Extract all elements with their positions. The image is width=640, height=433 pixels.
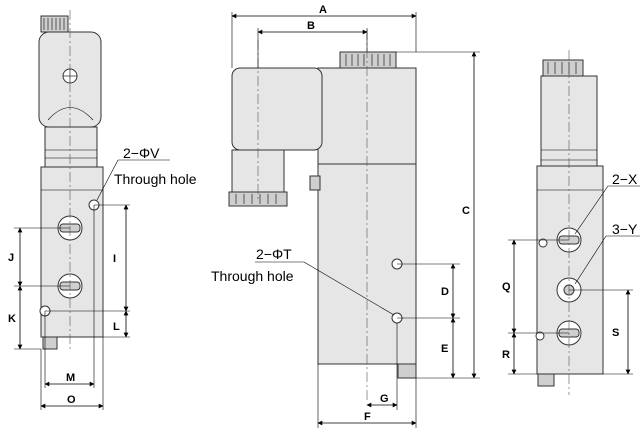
callout-front-hole-note: Through hole [211, 268, 294, 284]
front-side-button [309, 175, 321, 191]
right-bottom-tab [537, 373, 555, 387]
front-knob [339, 51, 397, 69]
dim-D-label: D [441, 286, 449, 298]
dim-L-label: L [113, 321, 120, 333]
front-bottom-tab [397, 363, 417, 379]
left-connector [44, 126, 98, 168]
dim-G-label: G [380, 393, 389, 405]
dim-R-label: R [502, 349, 510, 361]
front-view: A B C D E G F 2−ΦT Through hole [211, 4, 480, 428]
dim-K-label: K [8, 313, 16, 325]
dim-F-label: F [364, 411, 371, 423]
right-side-view: Q R S 2−X 3−Y [502, 50, 640, 395]
dim-B-label: B [307, 20, 315, 32]
left-valve-body [40, 166, 104, 338]
dim-I-label: I [113, 253, 116, 265]
left-bottom-tab [42, 336, 58, 350]
dim-O-label: O [67, 394, 76, 406]
dim-S-label: S [612, 327, 619, 339]
callout-left-hole-label: 2−ΦV [123, 145, 160, 161]
right-small-hole-bottom [535, 331, 545, 341]
dim-M-label: M [66, 372, 75, 384]
callout-right-port-y: 3−Y [612, 221, 638, 237]
dim-E-label: E [441, 343, 448, 355]
right-knob [542, 59, 584, 77]
dim-J-label: J [8, 252, 14, 264]
callout-right-port-x: 2−X [612, 171, 638, 187]
left-side-view: J K I L M O 2−ΦV Through hole [8, 10, 197, 410]
dim-Q-label: Q [502, 281, 511, 293]
dim-C-label: C [462, 205, 470, 217]
front-connector-housing [231, 67, 323, 151]
right-small-hole-left [538, 238, 548, 248]
dim-A-label: A [319, 4, 327, 16]
callout-left-hole-note: Through hole [114, 171, 197, 187]
callout-front-hole-label: 2−ΦT [256, 246, 292, 262]
